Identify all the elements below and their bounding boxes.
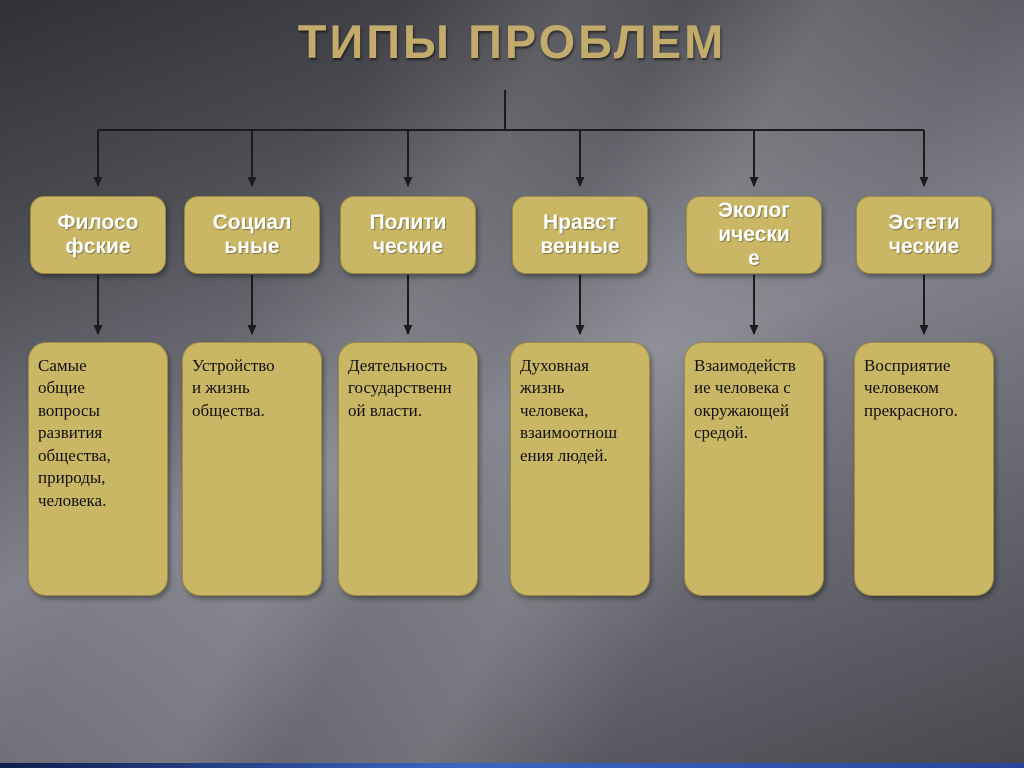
- category-box-social: Социал ьные: [184, 196, 320, 274]
- category-box-political: Полити ческие: [340, 196, 476, 274]
- description-box-ecological: Взаимодейств ие человека с окружающей ср…: [684, 342, 824, 596]
- bottom-accent-bar: [0, 763, 1024, 768]
- slide-title: ТИПЫ ПРОБЛЕМ: [297, 15, 727, 68]
- category-box-philosophical: Филосо фские: [30, 196, 166, 274]
- description-box-philosophical: Самые общие вопросы развития общества, п…: [28, 342, 168, 596]
- description-box-aesthetic: Восприятие человеком прекрасного.: [854, 342, 994, 596]
- description-box-moral: Духовная жизнь человека, взаимоотнош ени…: [510, 342, 650, 596]
- category-box-aesthetic: Эстети ческие: [856, 196, 992, 274]
- description-box-social: Устройство и жизнь общества.: [182, 342, 322, 596]
- category-box-moral: Нравст венные: [512, 196, 648, 274]
- category-box-ecological: Эколог ически е: [686, 196, 822, 274]
- description-box-political: Деятельность государственн ой власти.: [338, 342, 478, 596]
